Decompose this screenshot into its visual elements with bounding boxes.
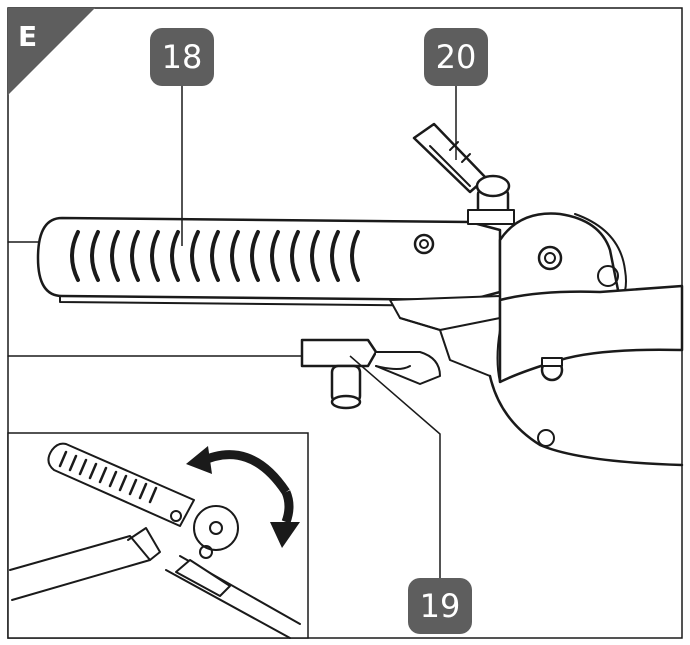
- callout-20-label: 20: [436, 38, 477, 76]
- section-tab: E: [8, 8, 95, 95]
- inset-panel: [7, 432, 309, 639]
- leader-lines: [181, 86, 457, 586]
- callout-19: 19: [408, 578, 472, 634]
- main-tube: [488, 284, 684, 467]
- main-illustration: [7, 122, 684, 467]
- locking-pin: [412, 122, 515, 225]
- callout-19-label: 19: [420, 587, 461, 625]
- callout-18: 18: [150, 28, 214, 86]
- double-curved-arrow-icon: [186, 446, 300, 548]
- grip-ribs: [70, 230, 360, 282]
- callout-18-label: 18: [162, 38, 203, 76]
- section-letter: E: [18, 20, 37, 53]
- inset-handle: [9, 442, 301, 639]
- handle-bracket: [389, 295, 501, 331]
- callout-20: 20: [424, 28, 488, 86]
- handle-grip: [36, 216, 502, 307]
- lever: [300, 317, 491, 410]
- leader-19: [349, 355, 441, 586]
